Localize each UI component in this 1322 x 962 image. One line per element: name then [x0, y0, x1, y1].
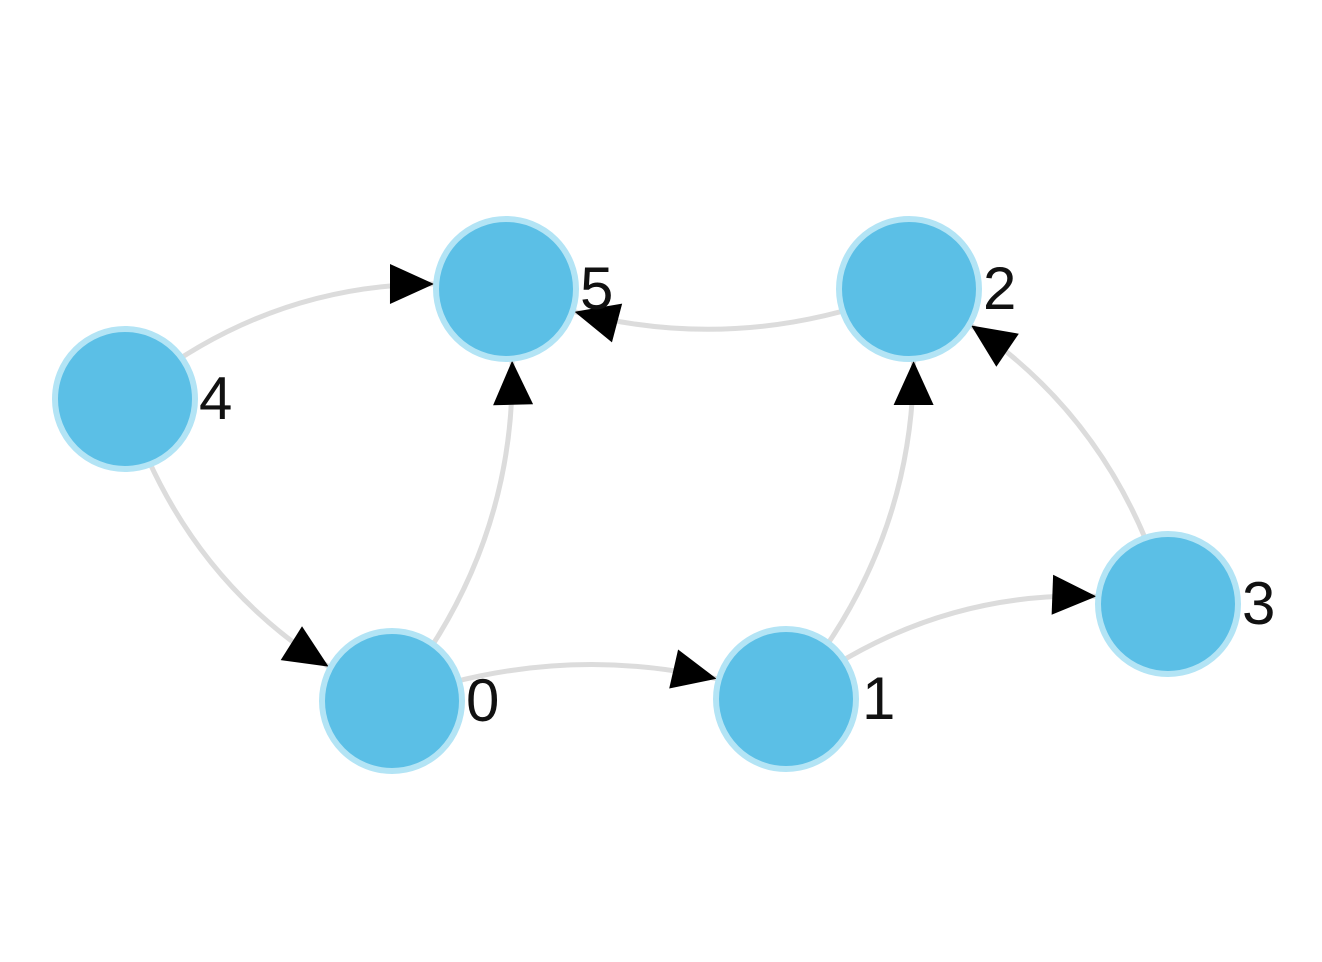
- arrowhead-0-to-1: [669, 649, 717, 689]
- node-1: [713, 626, 859, 772]
- node-label-3: 3: [1242, 570, 1275, 637]
- arrowhead-2-to-5: [574, 303, 623, 343]
- arrowhead-0-to-5: [493, 360, 534, 406]
- arrowhead-3-to-2: [971, 325, 1019, 367]
- nodes-layer: [52, 216, 1241, 774]
- node-label-4: 4: [199, 365, 232, 432]
- arrowhead-4-to-5: [389, 264, 434, 305]
- node-0: [319, 628, 465, 774]
- edges-layer: [122, 281, 1171, 704]
- node-label-1: 1: [862, 665, 895, 732]
- node-3: [1095, 531, 1241, 677]
- arrowhead-1-to-2: [893, 360, 934, 405]
- labels-layer: 0 1 2 3 4 5: [199, 255, 1275, 734]
- node-2: [836, 216, 982, 362]
- node-label-0: 0: [466, 667, 499, 734]
- arrowheads-layer: [280, 264, 1097, 689]
- node-5: [433, 216, 579, 362]
- arrowhead-4-to-0: [280, 626, 329, 667]
- arrowhead-1-to-3: [1051, 574, 1097, 615]
- node-label-2: 2: [983, 255, 1016, 322]
- node-4: [52, 326, 198, 472]
- node-label-5: 5: [580, 255, 613, 322]
